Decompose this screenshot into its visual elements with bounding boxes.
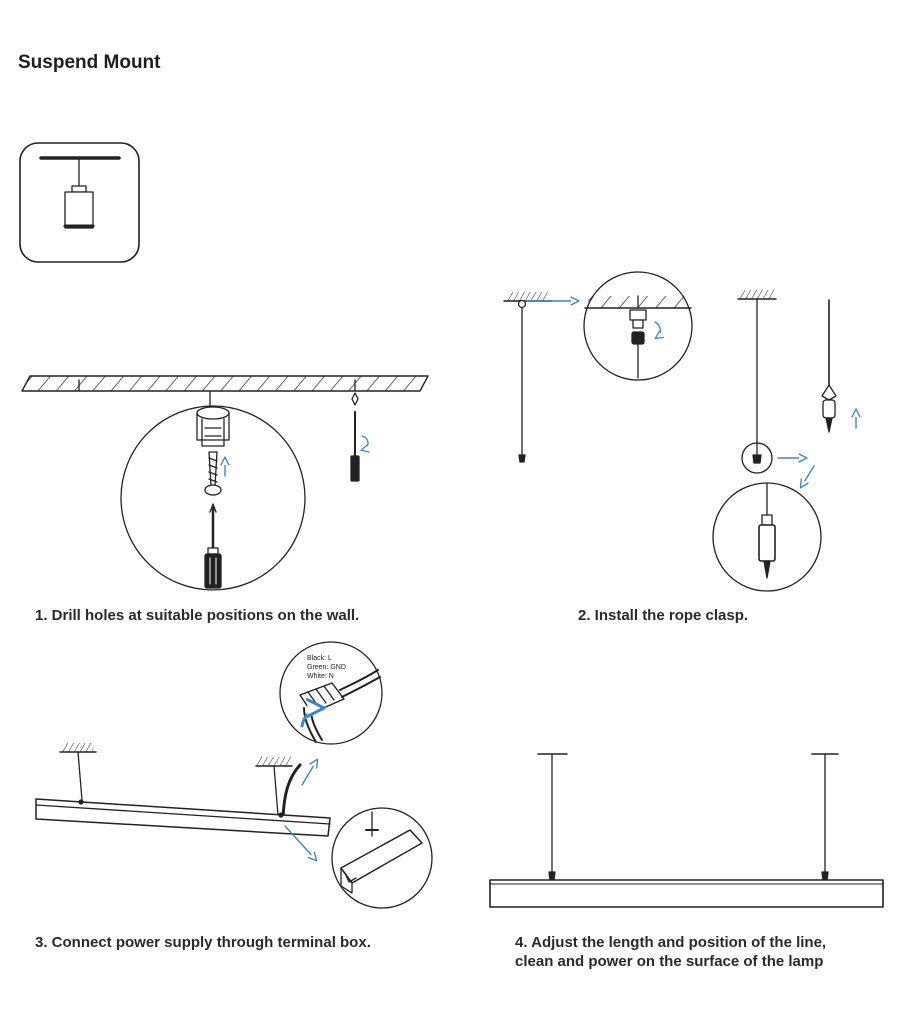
step3-illustration: Black: L Green: GND White: N [35, 641, 433, 909]
anchor-icon [196, 406, 230, 447]
step4-caption-line2: clean and power on the surface of the la… [515, 953, 824, 970]
wire-white-label: White: N [307, 673, 334, 680]
step2-small-circle [741, 442, 773, 474]
step4-caption-line1: 4. Adjust the length and position of the… [515, 934, 827, 951]
ceiling-slab [21, 375, 429, 392]
step2-detail-circle-top [583, 271, 693, 381]
page-title: Suspend Mount [18, 52, 161, 73]
wire-black-label: Black: L [307, 655, 332, 662]
terminal-connector-icon [299, 669, 381, 743]
step3-end-circle [331, 807, 433, 909]
step2-illustration [503, 271, 861, 592]
step1-illustration [21, 375, 429, 591]
step2-detail-circle-bottom [712, 482, 822, 592]
step3-caption: 3. Connect power supply through terminal… [35, 934, 371, 951]
small-screwdriver-icon [350, 392, 370, 482]
step4-illustration [489, 753, 884, 908]
step4-caption: 4. Adjust the length and position of the… [515, 933, 826, 971]
step1-detail-circle [120, 405, 306, 591]
pendant-lamp-icon [19, 142, 140, 263]
step1-caption: 1. Drill holes at suitable positions on … [35, 607, 360, 624]
step3-connector-circle [279, 641, 383, 745]
step2-caption: 2. Install the rope clasp. [578, 607, 749, 624]
screwdriver-icon [204, 503, 222, 589]
screw-icon [204, 451, 222, 496]
rope-clasp-icon [821, 299, 837, 433]
wire-green-label: Green: GND [307, 664, 346, 671]
